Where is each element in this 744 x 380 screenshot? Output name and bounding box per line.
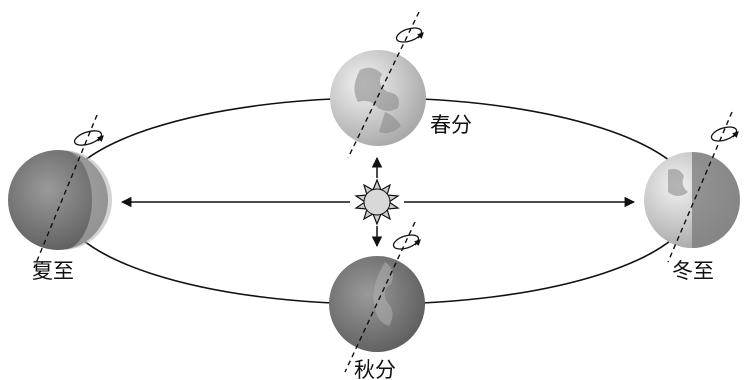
label-spring-equinox: 春分 bbox=[430, 113, 472, 137]
rotation-arrow-summer bbox=[73, 128, 103, 148]
globe-winter-solstice bbox=[644, 112, 740, 262]
globe-summer-solstice bbox=[8, 115, 112, 268]
rotation-arrow-winter bbox=[710, 124, 738, 143]
rotation-arrow-spring bbox=[395, 25, 423, 44]
label-winter-solstice: 冬至 bbox=[672, 259, 714, 283]
globe-spring-equinox bbox=[330, 12, 426, 158]
sun-icon bbox=[356, 180, 398, 224]
label-summer-solstice: 夏至 bbox=[32, 259, 74, 283]
label-autumn-equinox: 秋分 bbox=[354, 358, 396, 380]
